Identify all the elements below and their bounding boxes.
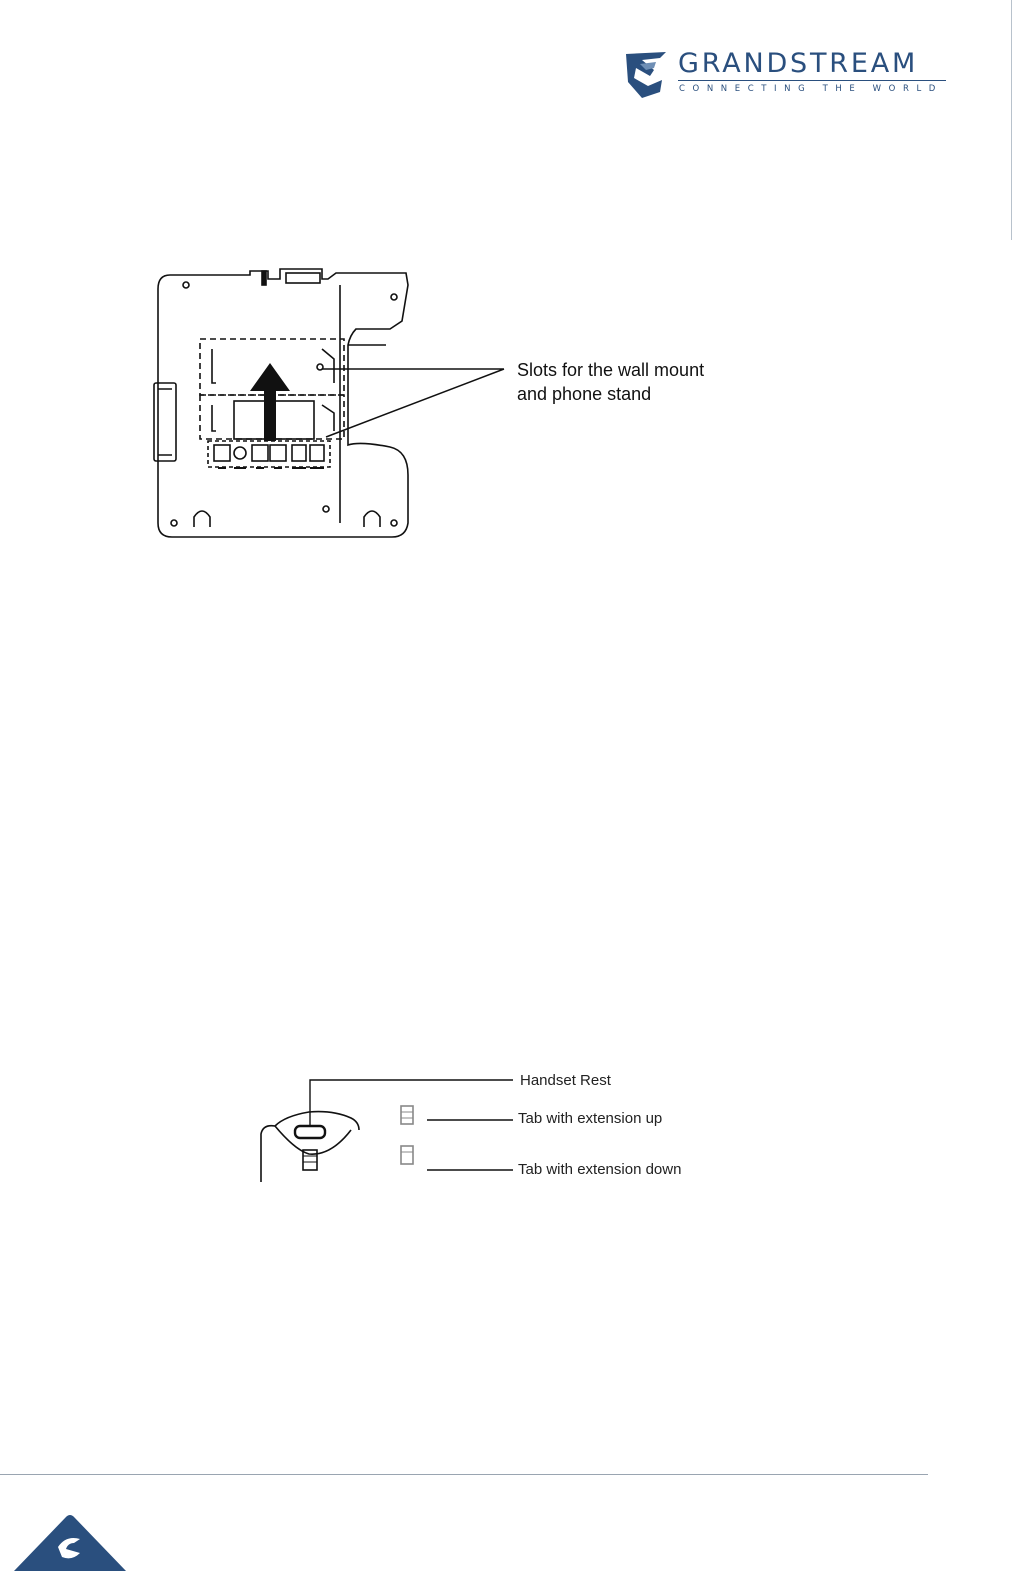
brand-divider: [678, 80, 946, 81]
page-edge-line: [1011, 0, 1012, 240]
brand-name: GRANDSTREAM: [678, 50, 918, 77]
label-tab-extension-down: Tab with extension down: [518, 1162, 681, 1177]
slots-callout-line2: and phone stand: [517, 382, 651, 406]
footer-rule: [0, 1474, 928, 1475]
brand-tagline: CONNECTING THE WORLD: [679, 85, 943, 94]
slot-callout-lines: [300, 355, 515, 445]
handset-rest-diagram: [255, 1070, 525, 1190]
label-tab-extension-up: Tab with extension up: [518, 1111, 662, 1126]
label-handset-rest: Handset Rest: [520, 1073, 611, 1088]
grandstream-g-icon: [14, 1513, 126, 1571]
slots-callout-line1: Slots for the wall mount: [517, 358, 704, 382]
grandstream-logo-icon: [620, 48, 672, 100]
